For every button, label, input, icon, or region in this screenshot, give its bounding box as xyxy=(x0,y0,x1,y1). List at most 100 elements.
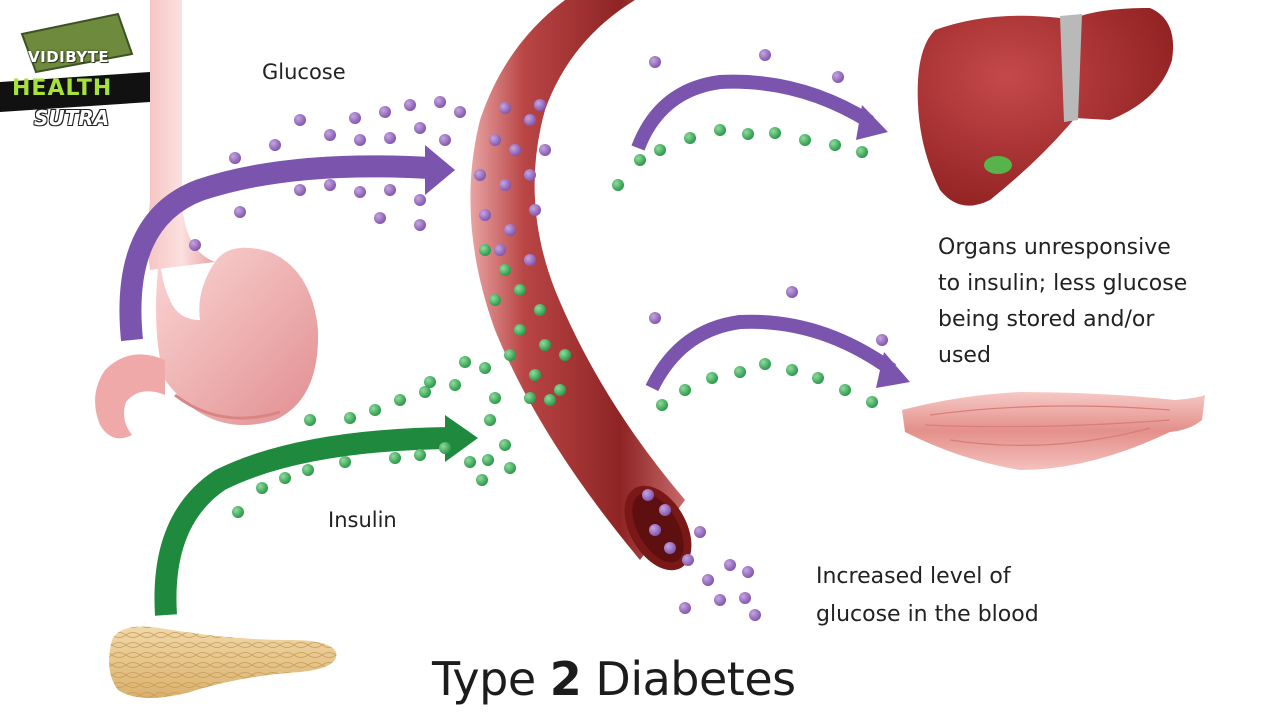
glucose-particle xyxy=(534,99,546,111)
insulin-particle xyxy=(504,349,516,361)
glucose-particle xyxy=(759,49,771,61)
glucose-particle xyxy=(649,312,661,324)
insulin-particle xyxy=(799,134,811,146)
insulin-particle xyxy=(706,372,718,384)
glucose-particle xyxy=(524,114,536,126)
insulin-particle xyxy=(514,324,526,336)
glucose-particle xyxy=(294,114,306,126)
insulin-particle xyxy=(734,366,746,378)
insulin-particle xyxy=(479,362,491,374)
muscle xyxy=(902,392,1205,470)
logo-sutra-text: SUTRA xyxy=(34,106,109,130)
insulin-particle xyxy=(256,482,268,494)
insulin-label: Insulin xyxy=(328,508,397,532)
glucose-particle xyxy=(374,212,386,224)
vidibyte-logo: VIDIBYTE HEALTH SUTRA xyxy=(0,10,160,140)
insulin-particle xyxy=(742,128,754,140)
insulin-particle xyxy=(504,462,516,474)
insulin-particle xyxy=(539,339,551,351)
glucose-particle xyxy=(434,96,446,108)
insulin-particle xyxy=(459,356,471,368)
insulin-particle xyxy=(544,394,556,406)
glucose-particle xyxy=(679,602,691,614)
insulin-particle xyxy=(769,127,781,139)
organs-caption-line-2: to insulin; less glucose xyxy=(938,266,1258,302)
organs-caption-line-4: used xyxy=(938,338,1258,374)
blood-glucose-caption: Increased level of glucose in the blood xyxy=(816,558,1116,634)
logo-health-text: HEALTH xyxy=(12,76,112,101)
glucose-particle xyxy=(414,194,426,206)
insulin-particle xyxy=(499,439,511,451)
insulin-particle xyxy=(829,139,841,151)
insulin-particle xyxy=(482,454,494,466)
glucose-particle xyxy=(439,134,451,146)
insulin-particle xyxy=(476,474,488,486)
logo-vidibyte-text: VIDIBYTE xyxy=(28,48,109,66)
glucose-particle xyxy=(524,169,536,181)
insulin-particle xyxy=(302,464,314,476)
glucose-particle xyxy=(649,524,661,536)
glucose-particle xyxy=(499,102,511,114)
glucose-particle xyxy=(269,139,281,151)
glucose-particle xyxy=(682,554,694,566)
glucose-particle xyxy=(742,566,754,578)
glucose-particle xyxy=(189,239,201,251)
glucose-particle xyxy=(414,122,426,134)
glucose-particle xyxy=(354,134,366,146)
glucose-particle xyxy=(642,489,654,501)
glucose-particle xyxy=(494,244,506,256)
blood-vessel xyxy=(470,0,705,582)
title-prefix: Type xyxy=(432,652,550,706)
insulin-particle xyxy=(449,379,461,391)
insulin-particle xyxy=(612,179,624,191)
insulin-particle xyxy=(414,449,426,461)
insulin-particle xyxy=(344,412,356,424)
insulin-particle xyxy=(559,349,571,361)
glucose-particle xyxy=(529,204,541,216)
glucose-particle xyxy=(539,144,551,156)
blood-caption-line-1: Increased level of xyxy=(816,558,1116,596)
glucose-particle xyxy=(294,184,306,196)
insulin-particle xyxy=(484,414,496,426)
organs-unresponsive-caption: Organs unresponsive to insulin; less glu… xyxy=(938,230,1258,374)
glucose-particle xyxy=(659,504,671,516)
glucose-particle xyxy=(379,106,391,118)
insulin-particle xyxy=(529,369,541,381)
insulin-particle xyxy=(634,154,646,166)
glucose-label: Glucose xyxy=(262,60,346,84)
title-suffix: Diabetes xyxy=(581,652,795,706)
glucose-particle xyxy=(324,179,336,191)
glucose-particle xyxy=(384,184,396,196)
glucose-particle xyxy=(499,179,511,191)
glucose-particle xyxy=(504,224,516,236)
glucose-particle xyxy=(324,129,336,141)
pancreas xyxy=(109,627,336,699)
insulin-particle xyxy=(839,384,851,396)
insulin-particle xyxy=(759,358,771,370)
glucose-particle xyxy=(649,56,661,68)
insulin-particle xyxy=(684,132,696,144)
glucose-particle xyxy=(229,152,241,164)
insulin-particle xyxy=(656,399,668,411)
insulin-particle xyxy=(812,372,824,384)
glucose-particle xyxy=(404,99,416,111)
insulin-particle xyxy=(489,392,501,404)
glucose-particle xyxy=(524,254,536,266)
insulin-particle xyxy=(489,294,501,306)
insulin-particle xyxy=(499,264,511,276)
glucose-particle xyxy=(786,286,798,298)
organs-caption-line-3: being stored and/or xyxy=(938,302,1258,338)
insulin-particle xyxy=(714,124,726,136)
insulin-particle xyxy=(339,456,351,468)
insulin-particle xyxy=(514,284,526,296)
glucose-arrow-to-liver xyxy=(638,82,888,148)
glucose-particle xyxy=(664,542,676,554)
insulin-particle xyxy=(866,396,878,408)
glucose-particle xyxy=(479,209,491,221)
glucose-particle xyxy=(832,71,844,83)
glucose-particle xyxy=(234,206,246,218)
glucose-arrow-to-muscle xyxy=(652,322,910,388)
insulin-particle xyxy=(304,414,316,426)
insulin-particle xyxy=(534,304,546,316)
insulin-particle xyxy=(554,384,566,396)
